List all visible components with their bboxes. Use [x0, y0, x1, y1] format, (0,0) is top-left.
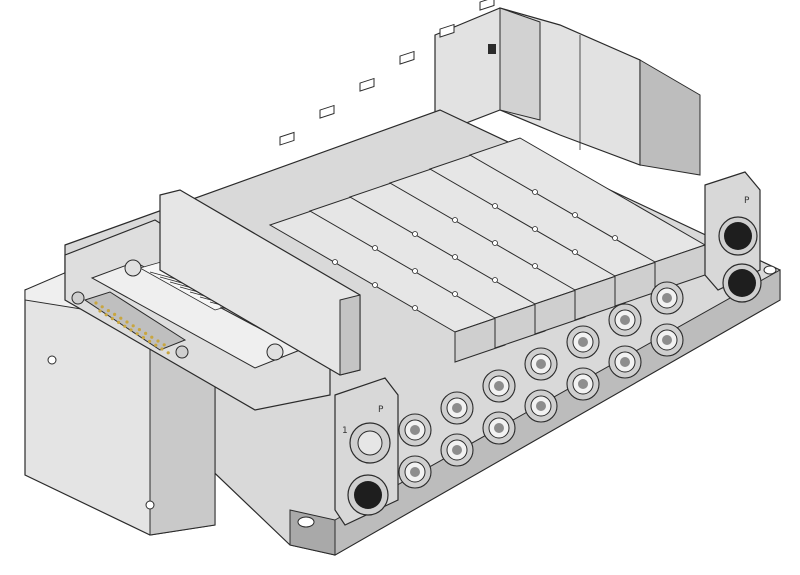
screw-icon — [71, 291, 85, 305]
push-fitting-icon — [650, 323, 684, 357]
port-label-1: 1 — [342, 426, 348, 436]
screw-icon — [372, 282, 378, 288]
screw-icon — [572, 212, 578, 218]
end-plate-left: P 1 — [334, 377, 399, 526]
screw-icon — [47, 355, 57, 365]
screw-icon — [145, 500, 155, 510]
screw-icon — [124, 259, 142, 277]
screw-icon — [372, 245, 378, 251]
push-fitting-icon — [482, 369, 516, 403]
port-plug-icon — [354, 481, 382, 509]
indicator-window — [359, 77, 375, 92]
screw-icon — [492, 240, 498, 246]
output-fittings — [398, 281, 684, 489]
push-fitting-icon — [608, 303, 642, 337]
valve-station — [308, 104, 547, 349]
valve-station — [428, 23, 667, 307]
push-fitting-icon — [398, 455, 432, 489]
mounting-hole-icon — [297, 516, 315, 528]
cover-plate — [159, 189, 361, 376]
screw-icon — [452, 291, 458, 297]
port-label-p-right: P — [744, 196, 750, 206]
end-plate-right: P — [704, 171, 762, 303]
screw-icon — [452, 254, 458, 260]
indicator-window — [279, 131, 295, 146]
push-fitting-icon — [608, 345, 642, 379]
mounting-hole-icon — [763, 265, 777, 275]
port-plug-icon — [724, 222, 752, 250]
push-fitting-icon — [398, 413, 432, 447]
screw-icon — [332, 259, 338, 265]
push-fitting-icon — [650, 281, 684, 315]
screw-icon — [412, 231, 418, 237]
screw-icon — [532, 226, 538, 232]
screw-icon — [492, 203, 498, 209]
d-sub-connector — [64, 219, 331, 411]
push-fitting-icon — [482, 411, 516, 445]
screw-icon — [572, 249, 578, 255]
indicator-window — [319, 104, 335, 119]
indicator-window — [479, 0, 495, 11]
screw-icon — [452, 217, 458, 223]
screw-icon — [266, 343, 284, 361]
screw-icon — [612, 235, 618, 241]
push-fitting-icon — [440, 433, 474, 467]
push-fitting-icon — [566, 325, 600, 359]
push-fitting-icon — [524, 347, 558, 381]
screw-icon — [175, 345, 189, 359]
push-fitting-icon — [566, 367, 600, 401]
indicator-window — [399, 50, 415, 65]
port-plug-icon — [728, 269, 756, 297]
push-fitting-icon — [440, 391, 474, 425]
screw-icon — [492, 277, 498, 283]
indicator-window — [439, 23, 455, 38]
connector-pins — [94, 301, 170, 355]
screw-icon — [412, 305, 418, 311]
port-label-p-left: P — [378, 405, 384, 415]
screw-icon — [532, 263, 538, 269]
push-fitting-icon — [524, 389, 558, 423]
screw-icon — [412, 268, 418, 274]
screw-icon — [532, 189, 538, 195]
valve-station — [348, 77, 587, 335]
